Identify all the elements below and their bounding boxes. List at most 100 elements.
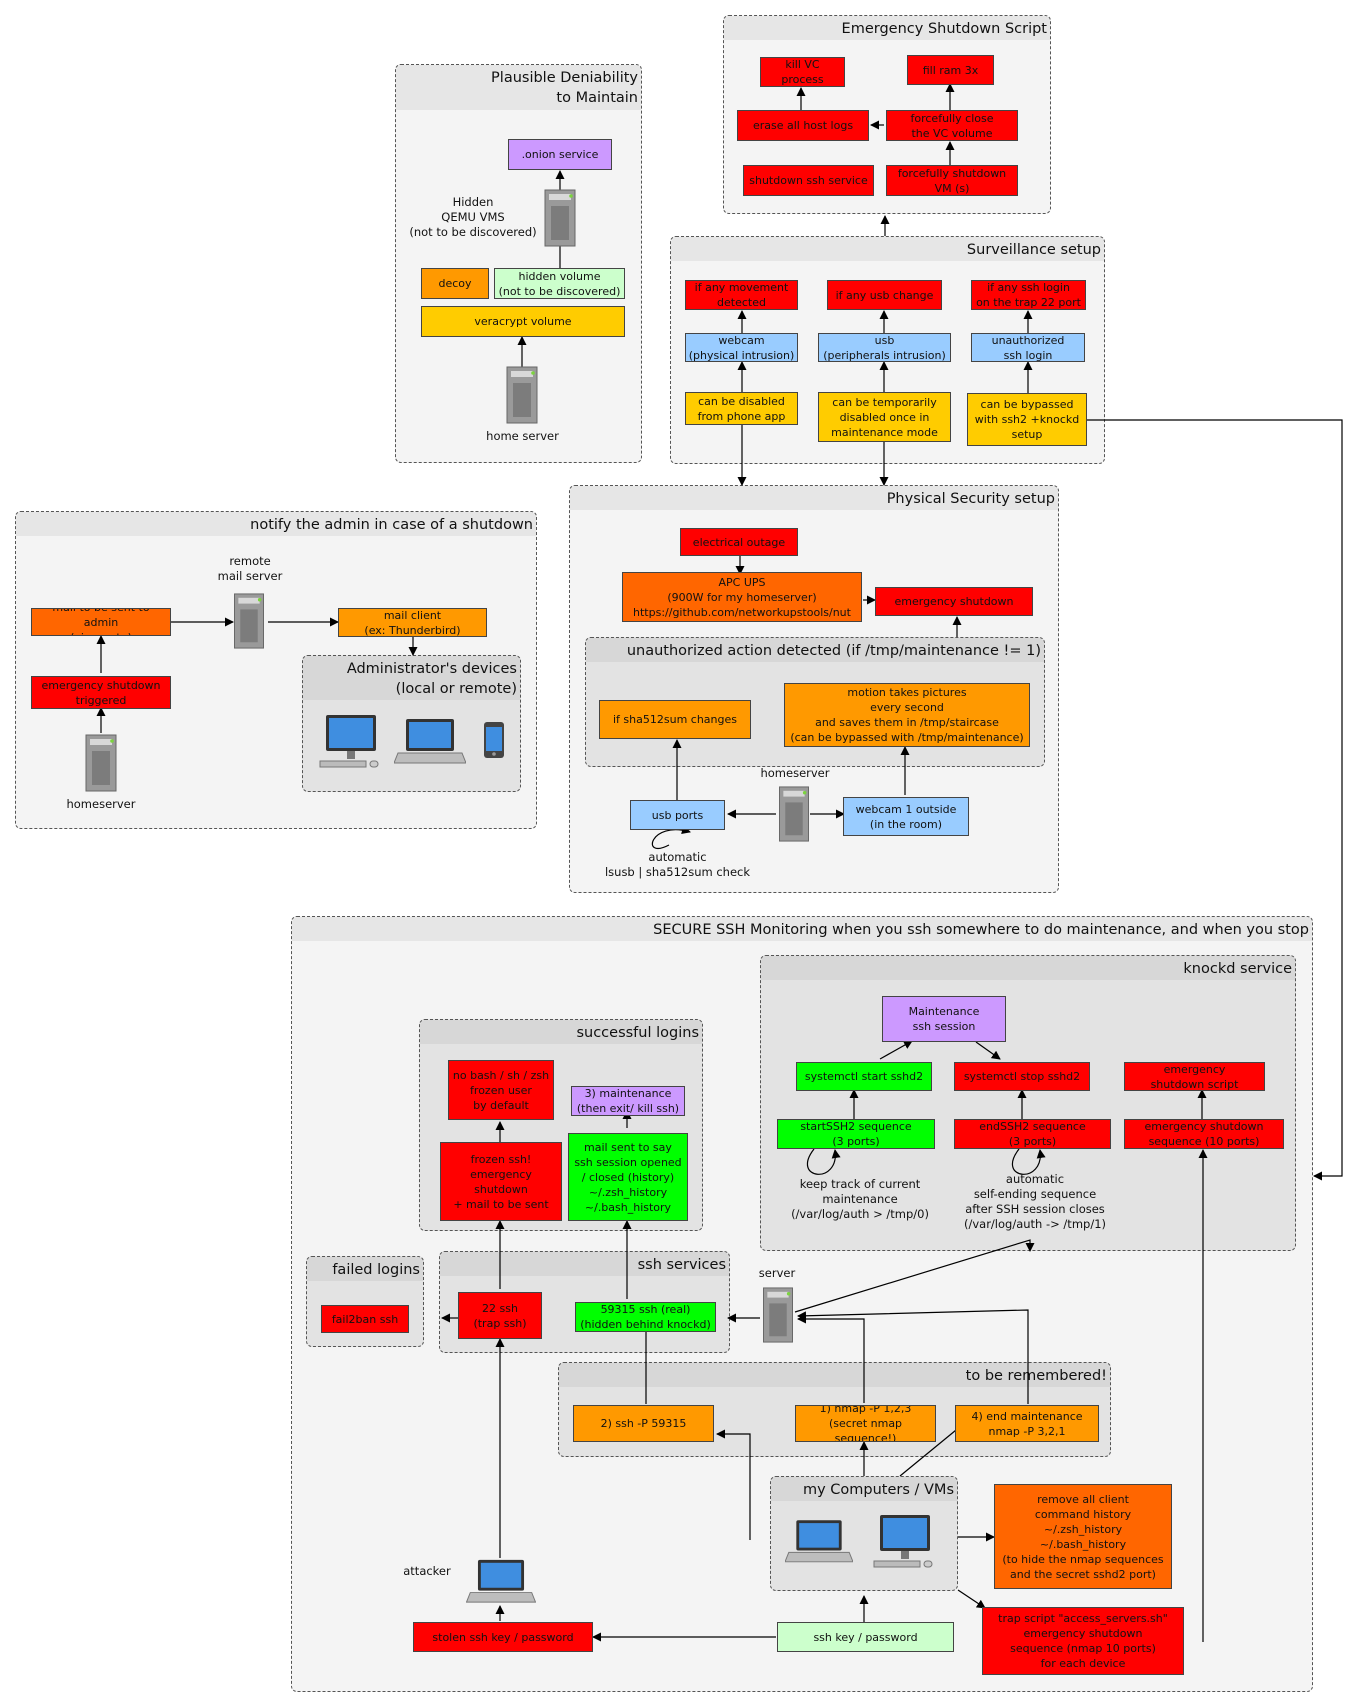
node-label: startSSH2 sequence (3 ports) [800, 1120, 912, 1148]
node-label: usb (peripherals intrusion) [823, 333, 946, 362]
node-label: fail2ban ssh [331, 1312, 399, 1326]
node-label: if any movement detected [694, 281, 789, 309]
node-start-ssh2-sequence[interactable]: startSSH2 sequence (3 ports) [777, 1119, 935, 1149]
node-nmap-start[interactable]: 1) nmap -P 1,2,3 (secret nmap sequence!) [795, 1405, 936, 1442]
node-label: emergency shutdown script [1150, 1062, 1239, 1091]
node-label: can be bypassed with ssh2 +knockd setup [974, 398, 1080, 441]
node-no-bash[interactable]: no bash / sh / zsh frozen user by defaul… [448, 1060, 554, 1120]
server-icon [544, 189, 576, 247]
node-temporarily-disabled[interactable]: can be temporarily disabled once in main… [818, 392, 951, 442]
node-hidden-volume[interactable]: hidden volume (not to be discovered) [494, 268, 625, 299]
group-plausible-deniability: Plausible Deniability to Maintain [395, 64, 642, 463]
node-usb-ports[interactable]: usb ports [630, 800, 725, 830]
group-title: failed logins [332, 1262, 420, 1278]
node-shutdown-vms[interactable]: forcefully shutdown VM (s) [886, 165, 1018, 196]
node-label: erase all host logs [752, 119, 854, 132]
node-webcam[interactable]: webcam (physical intrusion) [685, 333, 798, 362]
node-emergency-triggered[interactable]: emergency shutdown triggered [31, 676, 171, 709]
node-ssh-22[interactable]: 22 ssh (trap ssh) [458, 1292, 542, 1339]
node-emergency-sequence[interactable]: emergency shutdown sequence (10 ports) [1124, 1119, 1284, 1149]
node-label: mail sent to say ssh session opened / cl… [574, 1140, 682, 1214]
group-title: Plausible Deniability to Maintain [491, 70, 638, 106]
node-label: 2) ssh -P 59315 [600, 1417, 687, 1430]
node-if-usb-change[interactable]: if any usb change [827, 280, 942, 310]
node-label: if any ssh login on the trap 22 port [976, 281, 1081, 309]
node-electrical-outage[interactable]: electrical outage [680, 528, 798, 556]
node-mail-to-admin[interactable]: mail to be sent to admin (via ssmtp) [31, 608, 171, 636]
node-label: hidden volume (not to be discovered) [498, 269, 621, 298]
node-frozen-ssh[interactable]: frozen ssh! emergency shutdown + mail to… [440, 1142, 562, 1221]
node-end-ssh2-sequence[interactable]: endSSH2 sequence (3 ports) [954, 1119, 1111, 1149]
node-label: shutdown ssh service [749, 174, 868, 187]
node-label: unauthorized ssh login [991, 333, 1065, 362]
node-maintenance-3[interactable]: 3) maintenance (then exit/ kill ssh) [571, 1086, 685, 1116]
node-fail2ban[interactable]: fail2ban ssh [321, 1305, 409, 1333]
node-webcam-outside[interactable]: webcam 1 outside (in the room) [843, 797, 969, 836]
node-fill-ram[interactable]: fill ram 3x [907, 55, 994, 85]
node-label: 22 ssh (trap ssh) [473, 1301, 527, 1330]
label-hidden-qemu: Hidden QEMU VMS (not to be discovered) [409, 195, 537, 239]
node-label: .onion service [521, 148, 599, 161]
node-shutdown-ssh-service[interactable]: shutdown ssh service [743, 165, 874, 196]
node-maintenance-session[interactable]: Maintenance ssh session [882, 996, 1006, 1042]
node-label: Maintenance ssh session [908, 1005, 980, 1033]
label-automatic-lsusb: automatic lsusb | sha512sum check [604, 850, 751, 879]
node-apc-ups[interactable]: APC UPS (900W for my homeserver) https:/… [622, 572, 862, 622]
node-stolen-key[interactable]: stolen ssh key / password [413, 1622, 593, 1652]
node-disabled-phone[interactable]: can be disabled from phone app [685, 392, 798, 425]
group-title: Surveillance setup [966, 242, 1101, 258]
node-if-ssh-login[interactable]: if any ssh login on the trap 22 port [971, 280, 1086, 310]
node-mail-sent[interactable]: mail sent to say ssh session opened / cl… [568, 1133, 688, 1221]
node-label: trap script "access_servers.sh" emergenc… [998, 1612, 1168, 1670]
node-kill-vc-process[interactable]: kill VC process [760, 57, 845, 87]
node-label: 1) nmap -P 1,2,3 (secret nmap sequence!) [819, 1405, 912, 1442]
group-title: notify the admin in case of a shutdown [250, 517, 533, 533]
node-remove-history[interactable]: remove all client command history ~/.zsh… [994, 1484, 1172, 1589]
node-label: can be temporarily disabled once in main… [831, 395, 938, 439]
group-title: successful logins [576, 1025, 699, 1041]
node-label: if sha512sum changes [613, 713, 737, 726]
node-if-movement[interactable]: if any movement detected [685, 280, 798, 310]
node-decoy[interactable]: decoy [421, 268, 489, 299]
node-erase-host-logs[interactable]: erase all host logs [737, 110, 869, 141]
node-mail-client[interactable]: mail client (ex: Thunderbird) [338, 608, 487, 637]
label-homeserver-notify: homeserver [66, 797, 136, 811]
node-ssh-59315[interactable]: 59315 ssh (real) (hidden behind knockd) [575, 1302, 716, 1332]
node-ssh-key[interactable]: ssh key / password [777, 1622, 954, 1652]
node-unauthorized-ssh[interactable]: unauthorized ssh login [971, 333, 1085, 362]
node-usb[interactable]: usb (peripherals intrusion) [818, 333, 951, 362]
node-motion-pictures[interactable]: motion takes pictures every second and s… [784, 683, 1030, 747]
node-label: emergency shutdown sequence (10 ports) [1144, 1120, 1264, 1148]
desktop-icon [319, 715, 379, 768]
node-emergency-shutdown-script[interactable]: emergency shutdown script [1124, 1062, 1265, 1091]
node-label: webcam (physical intrusion) [688, 333, 795, 362]
node-label: decoy [438, 277, 472, 290]
node-label: emergency shutdown [894, 595, 1014, 608]
server-icon [506, 366, 538, 424]
laptop-icon [394, 719, 466, 764]
node-label: forcefully shutdown VM (s) [897, 166, 1007, 195]
node-label: can be disabled from phone app [697, 394, 786, 423]
node-onion-service[interactable]: .onion service [508, 139, 612, 170]
phone-icon [484, 722, 504, 758]
label-remote-mail-server: remote mail server [217, 554, 283, 583]
node-emergency-shutdown[interactable]: emergency shutdown [875, 587, 1033, 616]
group-title: unauthorized action detected (if /tmp/ma… [626, 643, 1041, 659]
node-nmap-end[interactable]: 4) end maintenance nmap -P 3,2,1 [955, 1405, 1099, 1442]
node-sha512-changes[interactable]: if sha512sum changes [599, 700, 751, 739]
node-bypassed-ssh2[interactable]: can be bypassed with ssh2 +knockd setup [967, 393, 1087, 446]
node-ssh-p-59315[interactable]: 2) ssh -P 59315 [573, 1405, 714, 1442]
group-title: ssh services [637, 1257, 726, 1273]
node-label: 4) end maintenance nmap -P 3,2,1 [971, 1409, 1083, 1438]
node-close-vc-volume[interactable]: forcefully close the VC volume [886, 110, 1018, 141]
node-label: kill VC process [781, 58, 824, 86]
laptop-icon [466, 1559, 536, 1603]
node-trap-script[interactable]: trap script "access_servers.sh" emergenc… [982, 1607, 1184, 1675]
node-label: APC UPS (900W for my homeserver) https:/… [633, 575, 851, 619]
node-label: emergency shutdown triggered [41, 678, 161, 707]
node-veracrypt-volume[interactable]: veracrypt volume [421, 306, 625, 337]
node-label: fill ram 3x [922, 63, 979, 77]
node-stop-sshd2[interactable]: systemctl stop sshd2 [954, 1062, 1090, 1091]
node-label: remove all client command history ~/.zsh… [1002, 1492, 1164, 1581]
node-start-sshd2[interactable]: systemctl start sshd2 [796, 1062, 932, 1091]
